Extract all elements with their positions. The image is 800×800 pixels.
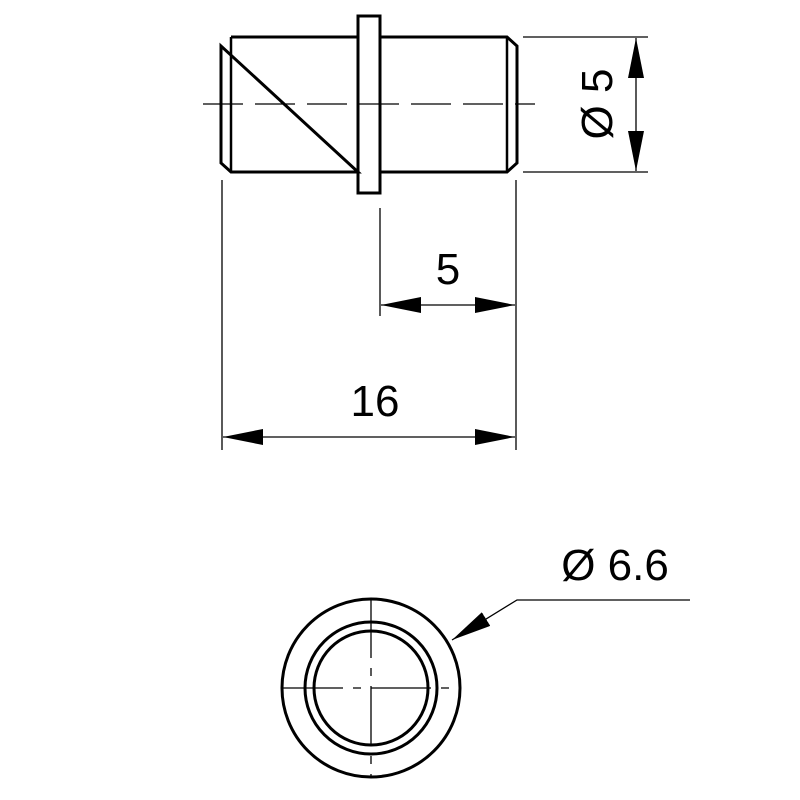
end-view xyxy=(280,597,462,779)
end-diameter-label: Ø 6.6 xyxy=(561,541,669,590)
end-diameter-leader xyxy=(451,599,690,641)
partial-length-label: 5 xyxy=(436,245,460,294)
diameter-dimension xyxy=(523,36,648,173)
diameter-label: Ø 5 xyxy=(573,69,622,140)
side-view xyxy=(203,14,535,195)
total-length-label: 16 xyxy=(351,377,400,426)
extension-lines xyxy=(221,180,517,450)
